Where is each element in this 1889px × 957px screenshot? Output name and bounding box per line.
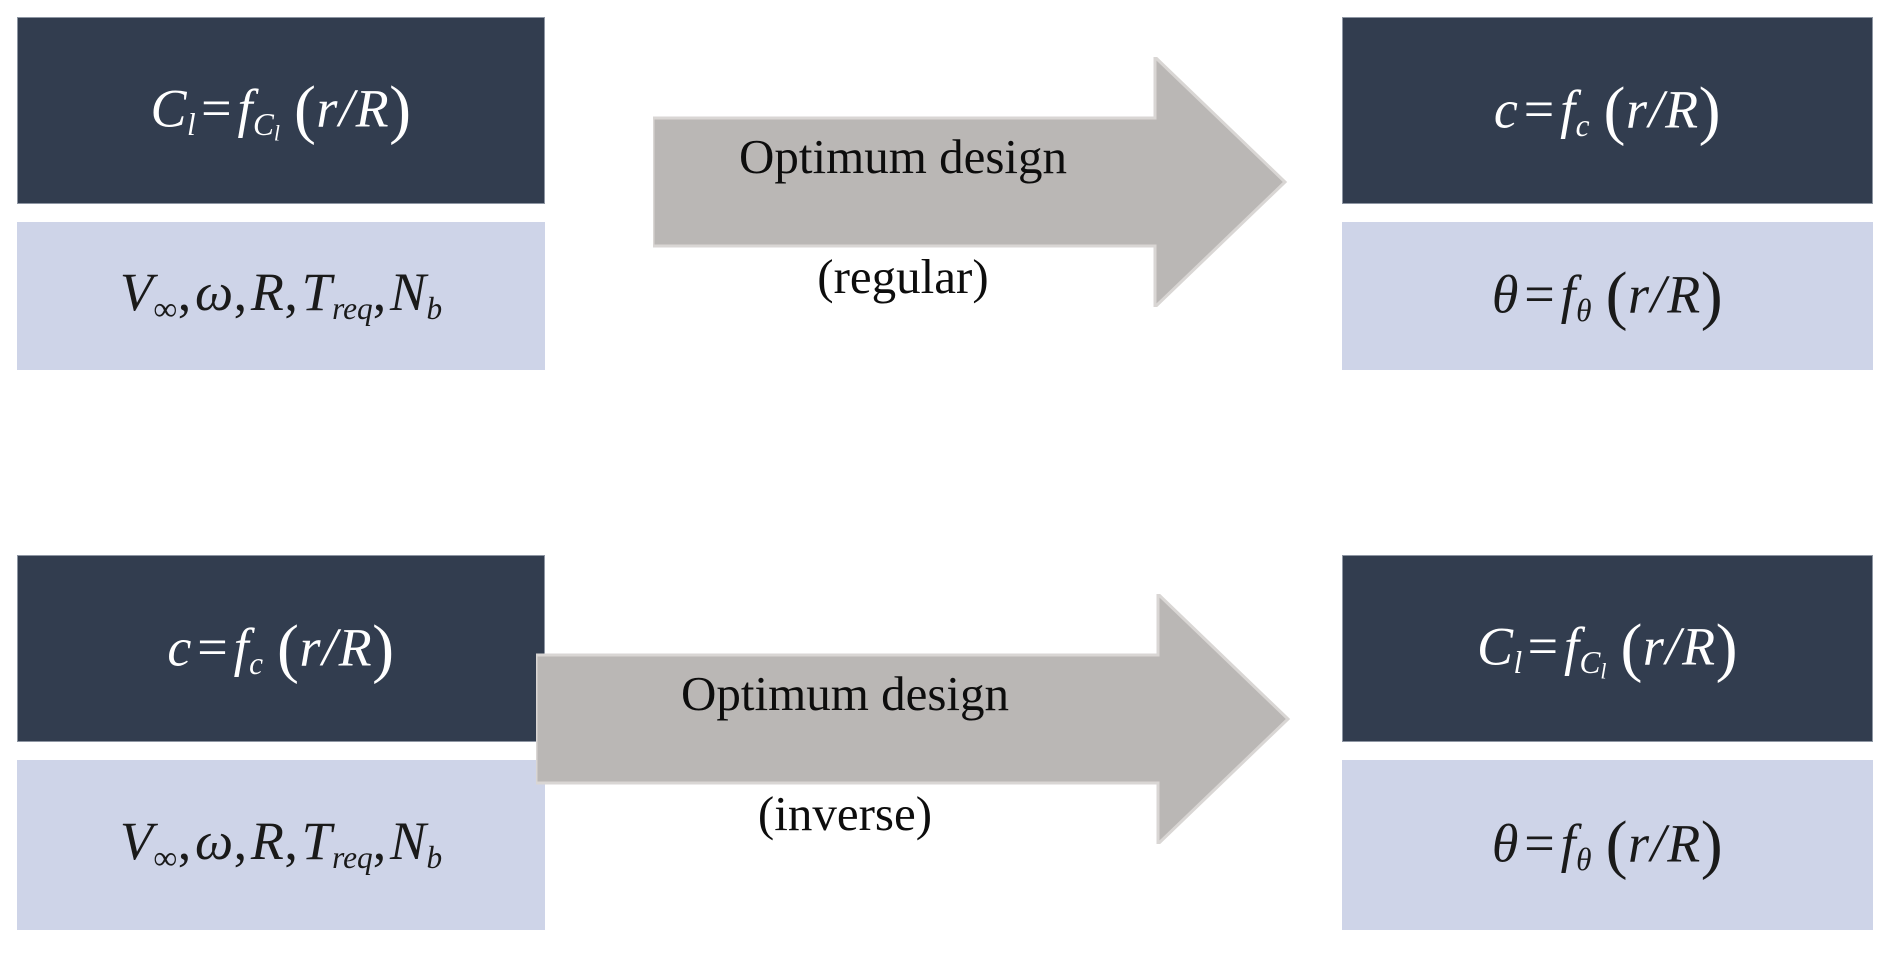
formula-cl-equals-fcl: Cl=fCl (r/R) — [150, 72, 412, 146]
right-arrow-icon — [536, 594, 1291, 844]
formula-theta-equals-ftheta: θ=fθ (r/R) — [1491, 808, 1724, 882]
formula-theta-equals-ftheta: θ=fθ (r/R) — [1491, 259, 1724, 333]
formula-operating-conditions: V∞,ω,R,Treq,Nb — [119, 262, 443, 329]
formula-operating-conditions: V∞,ω,R,Treq,Nb — [119, 811, 443, 878]
formula-c-equals-fc: c=fc (r/R) — [167, 611, 395, 685]
arrow-sublabel-regular: (regular) — [817, 249, 989, 304]
formula-c-equals-fc: c=fc (r/R) — [1493, 73, 1722, 147]
output-secondary-box-inverse: θ=fθ (r/R) — [1342, 760, 1873, 930]
arrow-optimum-design-regular — [653, 57, 1293, 307]
input-secondary-box-regular: V∞,ω,R,Treq,Nb — [17, 222, 545, 370]
arrow-optimum-design-inverse — [536, 594, 1296, 844]
input-secondary-box-inverse: V∞,ω,R,Treq,Nb — [17, 760, 545, 930]
right-arrow-icon — [653, 57, 1288, 307]
input-primary-box-regular: Cl=fCl (r/R) — [17, 17, 545, 204]
output-secondary-box-regular: θ=fθ (r/R) — [1342, 222, 1873, 370]
input-primary-box-inverse: c=fc (r/R) — [17, 555, 545, 742]
arrow-sublabel-inverse: (inverse) — [757, 786, 933, 841]
output-primary-box-inverse: Cl=fCl (r/R) — [1342, 555, 1873, 742]
formula-cl-equals-fcl: Cl=fCl (r/R) — [1476, 610, 1739, 684]
output-primary-box-regular: c=fc (r/R) — [1342, 17, 1873, 204]
